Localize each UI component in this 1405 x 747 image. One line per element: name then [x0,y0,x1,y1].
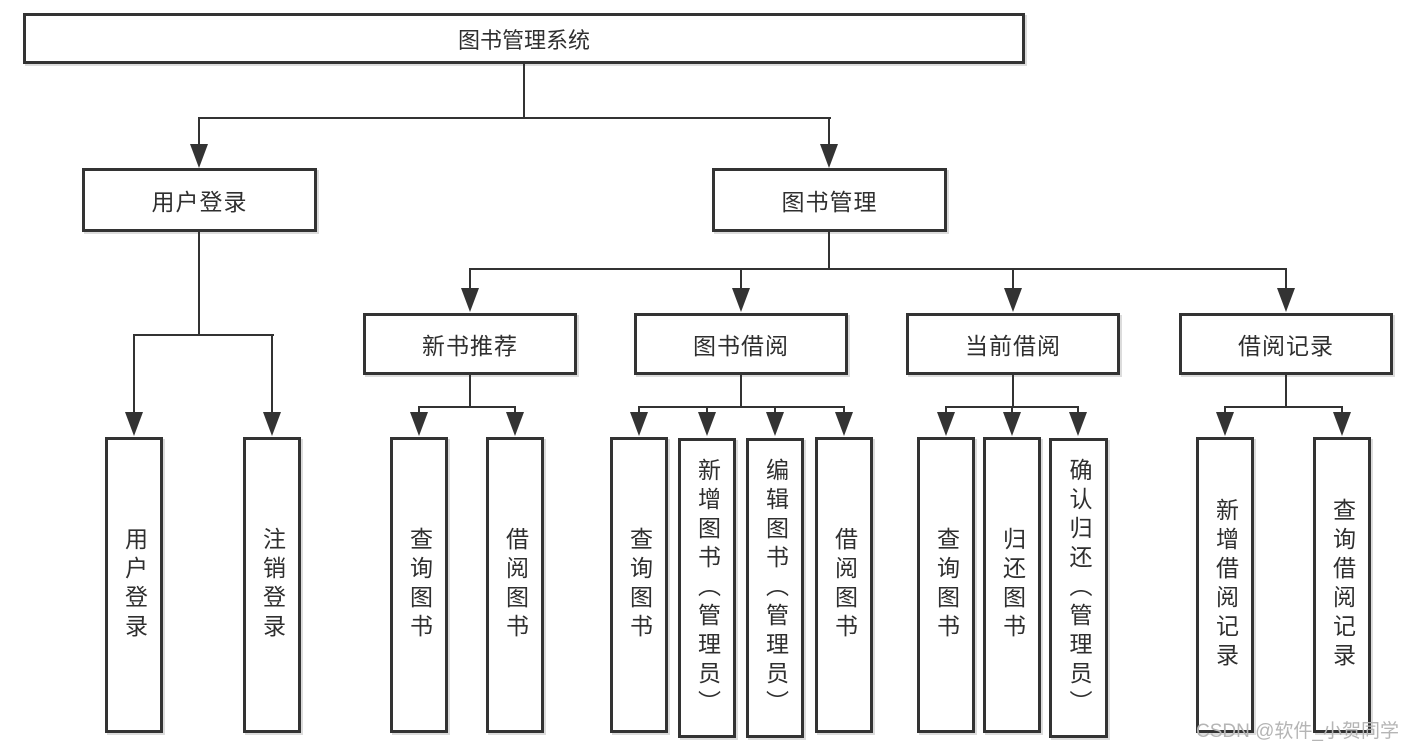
watermark: CSDN @软件_小贺同学 [1196,721,1399,742]
connector-line [1224,406,1226,416]
node-new-book-recommend: 新书推荐 [363,313,577,375]
connector-line [469,375,471,408]
connector-line [1224,406,1343,408]
leaf-query-books-1: 查询图书 [390,437,448,733]
node-book-borrow: 图书借阅 [634,313,848,375]
leaf-borrow-books-2: 借阅图书 [815,437,873,733]
connector-line [1341,406,1343,416]
connector-line [133,334,274,336]
arrowhead-down-icon [190,144,208,168]
connector-line [638,406,640,416]
leaf-logout: 注销登录 [243,437,301,733]
leaf-borrow-books-1: 借阅图书 [486,437,544,733]
leaf-add-book-admin: 新增图书（管理员） [678,438,736,738]
connector-line [1285,268,1287,292]
leaf-query-books-2: 查询图书 [610,437,668,733]
leaf-edit-book-admin: 编辑图书（管理员） [746,438,804,738]
arrowhead-down-icon [820,144,838,168]
arrowhead-down-icon [410,412,428,436]
leaf-return-book: 归还图书 [983,437,1041,733]
connector-line [706,406,708,416]
connector-line [469,268,471,292]
arrowhead-down-icon [698,412,716,436]
arrowhead-down-icon [937,412,955,436]
node-current-borrow: 当前借阅 [906,313,1120,375]
connector-line [828,232,830,270]
connector-line [1012,268,1014,292]
arrowhead-down-icon [461,288,479,312]
leaf-query-books-3: 查询图书 [917,437,975,733]
leaf-query-borrow-record: 查询借阅记录 [1313,437,1371,733]
arrowhead-down-icon [766,412,784,436]
arrowhead-down-icon [630,412,648,436]
connector-line [1285,375,1287,408]
connector-line [418,406,516,408]
connector-line [198,232,200,336]
connector-line [133,334,135,416]
connector-line [740,268,742,292]
connector-line [418,406,420,416]
arrowhead-down-icon [1216,412,1234,436]
arrowhead-down-icon [1333,412,1351,436]
connector-line [774,406,776,416]
arrowhead-down-icon [732,288,750,312]
connector-line [638,406,845,408]
arrowhead-down-icon [125,412,143,436]
node-user-login: 用户登录 [82,168,317,232]
node-library-management-system: 图书管理系统 [23,13,1025,64]
connector-line [945,406,947,416]
leaf-add-borrow-record: 新增借阅记录 [1196,437,1254,733]
node-borrow-records: 借阅记录 [1179,313,1393,375]
connector-line [740,375,742,408]
connector-line [1011,406,1013,416]
connector-line [271,334,273,416]
arrowhead-down-icon [1277,288,1295,312]
connector-line [1077,406,1079,416]
connector-line [523,64,525,119]
connector-line [1012,375,1014,408]
arrowhead-down-icon [1069,412,1087,436]
leaf-confirm-return-admin: 确认归还（管理员） [1049,438,1108,738]
arrowhead-down-icon [835,412,853,436]
node-book-management: 图书管理 [712,168,947,232]
connector-line [469,268,1287,270]
connector-line [828,117,830,149]
connector-line [514,406,516,416]
arrowhead-down-icon [1003,412,1021,436]
connector-line [843,406,845,416]
connector-line [198,117,831,119]
arrowhead-down-icon [1004,288,1022,312]
connector-line [198,117,200,149]
arrowhead-down-icon [506,412,524,436]
arrowhead-down-icon [263,412,281,436]
leaf-user-login: 用户登录 [105,437,163,733]
